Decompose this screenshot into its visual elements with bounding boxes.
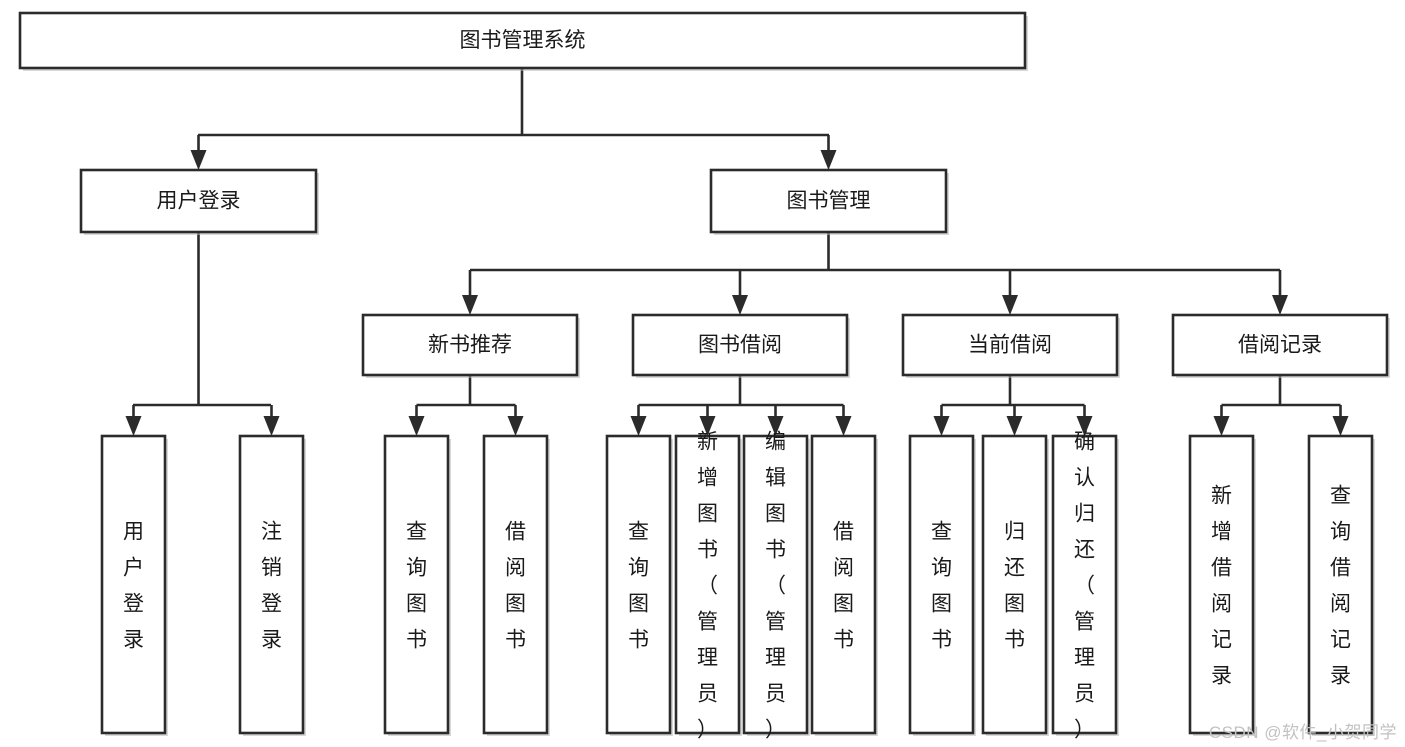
node-leaf-record-query[interactable]: 查询借阅记录 xyxy=(1307,434,1375,736)
arrow-head-icon xyxy=(630,416,647,436)
node-box xyxy=(1307,434,1374,735)
arrow-head-icon xyxy=(1272,295,1288,315)
node-label: 查询图书 xyxy=(406,520,427,651)
arrow-head-icon xyxy=(190,150,207,170)
node-label: 编辑图书（管理员） xyxy=(765,430,786,741)
node-label: 查询借阅记录 xyxy=(1330,484,1351,687)
node-user-login[interactable]: 用户登录 xyxy=(79,168,319,235)
node-label: 当前借阅 xyxy=(968,334,1052,357)
node-leaf-borrow-add-book[interactable]: 新增图书（管理员） xyxy=(674,430,742,741)
node-leaf-record-add[interactable]: 新增借阅记录 xyxy=(1188,434,1256,736)
node-label: 图书管理系统 xyxy=(460,29,586,52)
connector-layer xyxy=(125,68,1349,436)
node-box xyxy=(1188,434,1255,735)
arrow-head-icon xyxy=(408,416,425,436)
node-label: 图书管理 xyxy=(787,190,871,213)
node-label: 用户登录 xyxy=(157,190,241,213)
node-book-borrow[interactable]: 图书借阅 xyxy=(631,313,850,378)
arrow-head-icon xyxy=(699,416,716,436)
node-box xyxy=(605,434,672,735)
node-leaf-current-query-book[interactable]: 查询图书 xyxy=(908,434,976,736)
arrow-head-icon xyxy=(263,416,280,436)
node-label: 查询图书 xyxy=(931,520,952,651)
node-leaf-user-logout[interactable]: 注销登录 xyxy=(238,434,306,736)
node-leaf-recommend-borrow-book[interactable]: 借阅图书 xyxy=(482,434,550,736)
node-box xyxy=(1171,313,1389,377)
node-leaf-current-return-book[interactable]: 归还图书 xyxy=(981,434,1049,736)
arrow-head-icon xyxy=(1213,416,1230,436)
node-leaf-recommend-query-book[interactable]: 查询图书 xyxy=(383,434,451,736)
node-box xyxy=(383,434,450,735)
node-box xyxy=(908,434,975,735)
node-box xyxy=(1051,434,1118,735)
node-box xyxy=(810,434,877,735)
node-box xyxy=(482,434,549,735)
node-label: 新增借阅记录 xyxy=(1211,484,1232,687)
node-label: 确认归还（管理员） xyxy=(1074,430,1095,741)
node-box xyxy=(742,434,809,735)
arrow-head-icon xyxy=(732,295,748,315)
node-label: 借阅图书 xyxy=(833,520,854,651)
node-layer: 图书管理系统用户登录图书管理新书推荐图书借阅当前借阅借阅记录用户登录注销登录查询… xyxy=(18,11,1390,741)
node-box xyxy=(709,168,948,234)
node-label: 用户登录 xyxy=(123,520,144,651)
node-leaf-borrow-query-book[interactable]: 查询图书 xyxy=(605,434,673,736)
arrow-head-icon xyxy=(835,416,852,436)
arrow-head-icon xyxy=(820,150,837,170)
node-label: 借阅图书 xyxy=(505,520,526,651)
node-label: 归还图书 xyxy=(1004,520,1025,651)
arrow-head-icon xyxy=(1006,416,1023,436)
node-leaf-borrow-edit-book[interactable]: 编辑图书（管理员） xyxy=(742,430,810,741)
node-box xyxy=(631,313,849,377)
node-box xyxy=(901,313,1119,377)
node-box xyxy=(361,313,579,377)
node-root[interactable]: 图书管理系统 xyxy=(18,11,1028,71)
arrow-head-icon xyxy=(1076,416,1093,436)
node-label: 借阅记录 xyxy=(1238,334,1322,357)
node-box xyxy=(100,434,167,735)
arrow-head-icon xyxy=(933,416,950,436)
node-new-book-recommend[interactable]: 新书推荐 xyxy=(361,313,580,378)
arrow-head-icon xyxy=(767,416,784,436)
node-label: 查询图书 xyxy=(628,520,649,651)
node-leaf-borrow-borrow-book[interactable]: 借阅图书 xyxy=(810,434,878,736)
arrow-head-icon xyxy=(1332,416,1349,436)
node-box xyxy=(79,168,318,234)
node-box xyxy=(981,434,1048,735)
node-leaf-user-login[interactable]: 用户登录 xyxy=(100,434,168,736)
arrow-head-icon xyxy=(125,416,142,436)
arrow-head-icon xyxy=(462,295,478,315)
node-book-manage[interactable]: 图书管理 xyxy=(709,168,949,235)
node-label: 新书推荐 xyxy=(428,334,512,357)
arrow-head-icon xyxy=(507,416,524,436)
node-leaf-current-confirm-return[interactable]: 确认归还（管理员） xyxy=(1051,430,1119,741)
node-box xyxy=(238,434,305,735)
node-box xyxy=(674,434,741,735)
node-label: 图书借阅 xyxy=(698,334,782,357)
node-borrow-record[interactable]: 借阅记录 xyxy=(1171,313,1390,378)
csdn-watermark: CSDN @软件_小贺同学 xyxy=(1208,723,1397,742)
node-label: 新增图书（管理员） xyxy=(697,430,718,741)
node-box xyxy=(18,11,1027,70)
node-label: 注销登录 xyxy=(261,520,282,651)
node-current-borrow[interactable]: 当前借阅 xyxy=(901,313,1120,378)
arrow-head-icon xyxy=(1002,295,1018,315)
